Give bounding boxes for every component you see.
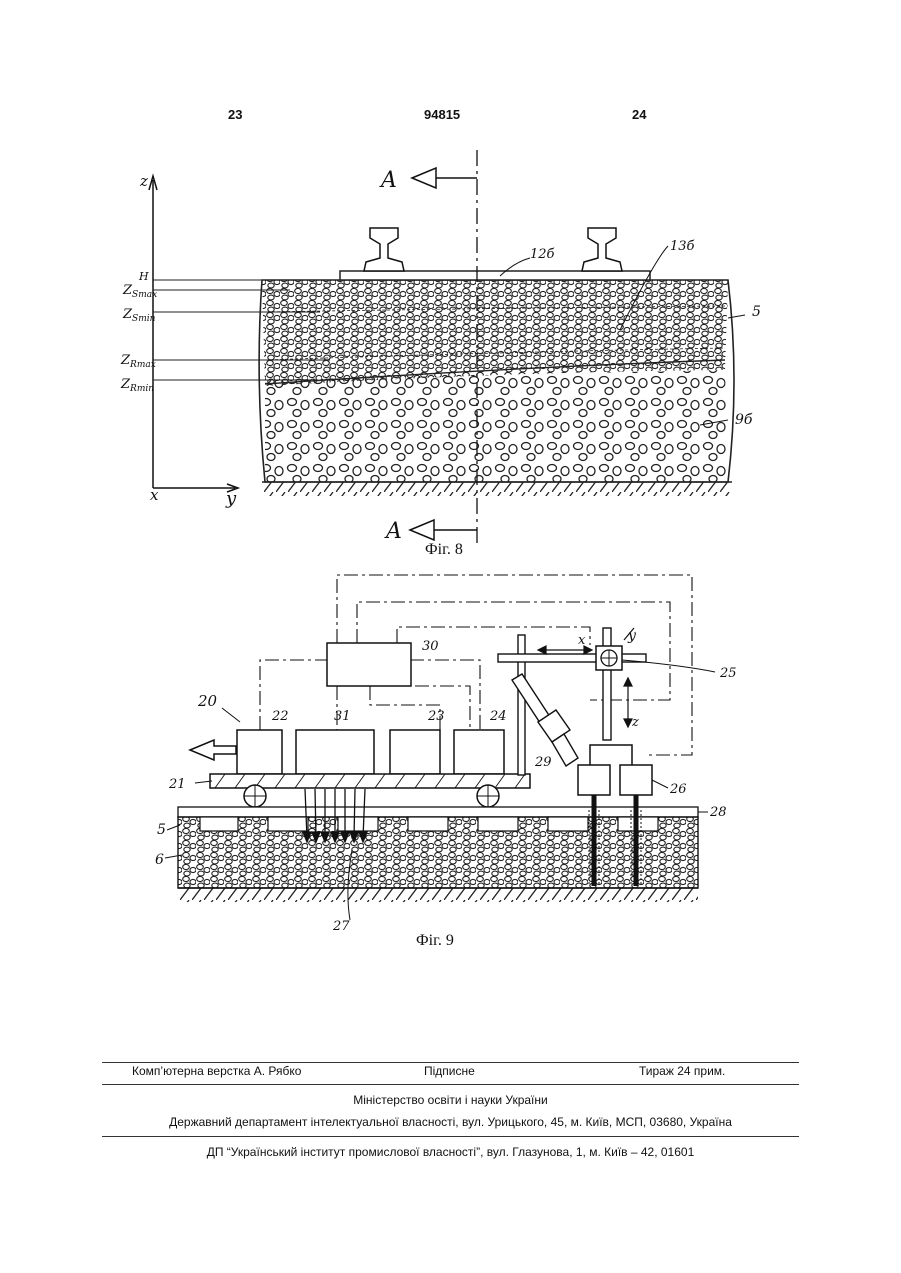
figure-9-drawing: x y z 20 21 22 31 23 24 30 29 25 26 28	[0, 0, 901, 960]
fig9-unit-31	[296, 730, 374, 774]
fig9-label-x: x	[578, 633, 586, 648]
fig9-ref-28: 28	[709, 805, 727, 820]
fig9-ref-5: 5	[157, 822, 166, 838]
fig9-direction-arrow	[190, 740, 236, 760]
footer-department: Державний департамент інтелектуальної вл…	[102, 1115, 799, 1129]
fig9-ref-25: 25	[719, 666, 737, 681]
fig9-ref-20: 20	[197, 692, 218, 710]
footer-ministry: Міністерство освіти і науки України	[102, 1093, 799, 1107]
fig9-label-z: z	[631, 715, 639, 730]
fig9-ref-27: 27	[332, 919, 350, 934]
fig9-ref-22: 22	[271, 709, 289, 724]
fig9-ref-23: 23	[427, 709, 445, 724]
footer-layout-credit: Комп’ютерна верстка А. Рябко	[132, 1064, 301, 1078]
fig9-ground	[178, 888, 698, 902]
fig9-ref-30: 30	[422, 639, 439, 654]
footer-signed: Підписне	[424, 1064, 475, 1078]
footer-rule-1	[102, 1062, 799, 1063]
fig9-unit-23	[390, 730, 440, 774]
fig9-unit-24	[454, 730, 504, 774]
fig9-probes-26	[578, 745, 652, 795]
fig9-rail-28	[178, 807, 698, 817]
footer-circulation: Тираж 24 прим.	[639, 1064, 725, 1078]
figure-9-caption: Фіг. 9	[416, 932, 454, 950]
footer-institute: ДП “Український інститут промислової вла…	[102, 1145, 799, 1159]
footer-rule-2	[102, 1084, 799, 1085]
fig9-ref-31: 31	[334, 709, 351, 724]
fig9-ref-26: 26	[669, 782, 687, 797]
fig9-ref-29: 29	[534, 755, 552, 770]
fig9-ref-24: 24	[489, 709, 507, 724]
fig9-sensor-25	[596, 646, 622, 670]
fig9-unit-22	[237, 730, 282, 774]
fig9-label-y: y	[627, 628, 637, 644]
fig9-ref-21: 21	[168, 777, 186, 792]
fig9-control-unit-30	[327, 643, 411, 686]
footer-rule-3	[102, 1136, 799, 1137]
fig9-control-lines	[260, 575, 692, 755]
fig9-ref-6: 6	[155, 852, 164, 868]
